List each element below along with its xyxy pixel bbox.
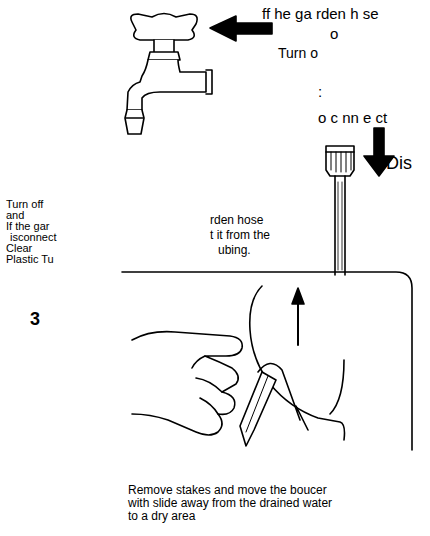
faucet-pipe-end xyxy=(206,70,212,94)
instruction-text: o xyxy=(330,26,338,43)
instruction-text: Turn off xyxy=(6,198,43,210)
stake xyxy=(240,372,276,446)
instruction-text: rden hose xyxy=(210,214,263,227)
bouncer-edge xyxy=(122,272,412,450)
instruction-text: ubing. xyxy=(218,244,251,257)
faucet-stem xyxy=(148,40,180,60)
instruction-text: t it from the xyxy=(210,229,270,242)
bouncer-wall xyxy=(250,286,345,440)
hand xyxy=(132,332,242,435)
instruction-text: ff he ga rden h se xyxy=(262,6,378,23)
instruction-text: Dis xyxy=(386,154,412,174)
instruction-text: Clear xyxy=(6,242,32,254)
instruction-text: Turn o xyxy=(278,46,318,61)
instruction-text: : xyxy=(318,84,322,101)
step-number: 3 xyxy=(30,310,40,330)
instruction-text: isconnect xyxy=(10,231,56,243)
hose-connector xyxy=(326,146,354,176)
hose-tube xyxy=(335,176,345,275)
lift-arrow xyxy=(297,302,299,345)
stake-loop xyxy=(258,363,308,430)
instruction-text: Plastic Tu xyxy=(6,253,54,265)
instruction-text: and xyxy=(6,209,24,221)
instruction-text: If the gar xyxy=(6,220,49,232)
faucet-body xyxy=(127,60,206,110)
faucet-spout xyxy=(125,110,144,134)
instruction-text: o c nn e ct xyxy=(318,110,387,127)
instruction-text: Remove stakes and move the boucer with s… xyxy=(128,484,338,524)
faucet-handle xyxy=(131,14,197,41)
